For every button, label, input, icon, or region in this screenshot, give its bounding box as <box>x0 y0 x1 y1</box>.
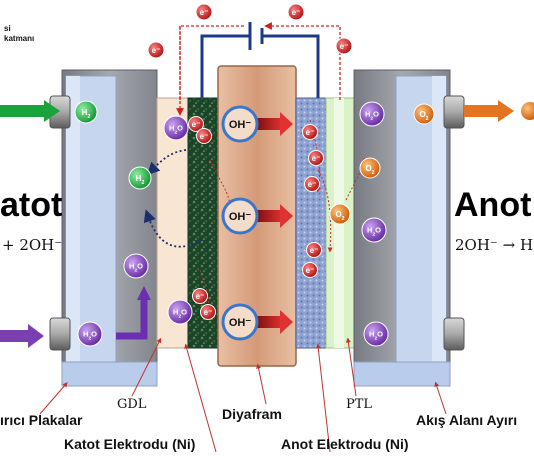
cathode-equation: + 2OH⁻ <box>2 236 63 254</box>
species-label: H2O <box>83 330 97 342</box>
leader-line <box>39 382 68 415</box>
electron: e⁻ <box>308 150 324 166</box>
water-molecule: H2O <box>361 217 387 243</box>
species-label: H2O <box>129 262 143 274</box>
leader-line <box>345 337 357 397</box>
water-molecule: H2O <box>359 101 385 127</box>
electron-label: e⁻ <box>152 46 161 55</box>
label-leaders <box>39 337 447 453</box>
electron-label: e⁻ <box>310 246 319 255</box>
hydroxide-ion: OH⁻ <box>221 197 259 235</box>
electron: e⁻ <box>196 128 212 144</box>
electron-label: e⁻ <box>200 132 209 141</box>
hydroxide-arrows <box>256 112 293 334</box>
leader-line <box>434 381 447 415</box>
diaphragm-label: Diyafram <box>222 406 282 422</box>
electron: e⁻ <box>147 41 165 59</box>
leader-line <box>315 343 331 453</box>
hydrogen-molecule: H2 <box>74 100 98 124</box>
water-molecule: H2O <box>163 115 189 141</box>
gas-flow-paths <box>143 149 203 248</box>
species-label: O2 <box>335 210 344 222</box>
electron-label: e⁻ <box>200 8 209 17</box>
electron: e⁻ <box>188 116 204 132</box>
external-circuit <box>176 22 341 116</box>
electron: e⁻ <box>195 3 213 21</box>
electron: e⁻ <box>302 262 318 278</box>
electron-label: e⁻ <box>340 42 349 51</box>
species-label: H2O <box>367 226 381 238</box>
water-molecule: H2O <box>167 299 193 325</box>
electron: e⁻ <box>302 124 318 140</box>
electron: e⁻ <box>306 242 322 258</box>
species-label: H2O <box>169 124 183 136</box>
anode-equation: 2OH⁻ → H <box>455 236 534 254</box>
cathode-plate <box>61 69 158 387</box>
electron-label: e⁻ <box>306 266 315 275</box>
water-molecule: H2O <box>363 321 389 347</box>
water-flow-arrow <box>116 298 148 340</box>
ptl-label: PTL <box>346 397 373 412</box>
electron: e⁻ <box>200 304 216 320</box>
gdl-label: GDL <box>117 397 147 412</box>
hydroxide-ion: OH⁻ <box>221 105 259 143</box>
oxygen-molecule: O2 <box>359 157 381 179</box>
leader-line <box>131 337 162 397</box>
bipolar-plates-label: ırıcı Plakalar <box>0 412 83 428</box>
species-label: H2 <box>136 174 145 186</box>
electron-label: e⁻ <box>196 292 205 301</box>
species-label: H2O <box>365 110 379 122</box>
corner-text: si katmanı <box>4 24 34 44</box>
hydroxide-label: OH⁻ <box>229 211 252 223</box>
cathode-pipes <box>0 95 71 351</box>
flow-field-label: Akış Alanı Ayırı <box>416 412 518 428</box>
electron: e⁻ <box>192 288 208 304</box>
anode-title: Anot <box>454 186 532 224</box>
electron: e⁻ <box>304 176 320 192</box>
species-label: H2O <box>173 308 187 320</box>
cathode-electrode-label: Katot Elektrodu (Ni) <box>64 436 196 452</box>
electron-label: e⁻ <box>192 120 201 129</box>
hydroxide-ion: OH⁻ <box>221 303 259 341</box>
species-label: H2O <box>369 330 383 342</box>
electron: e⁻ <box>287 3 305 21</box>
corner-line-2: katmanı <box>4 34 35 43</box>
species-label: O2 <box>419 110 428 122</box>
species-label: H2 <box>82 108 91 120</box>
hydrogen-molecule: H2 <box>128 166 152 190</box>
anode-pipes <box>443 95 534 351</box>
hydroxide-label: OH⁻ <box>229 317 252 329</box>
leader-line <box>256 363 267 405</box>
oxygen-molecule: O2 <box>413 103 435 125</box>
leader-line <box>184 343 217 453</box>
electron-label: e⁻ <box>308 180 317 189</box>
oxygen-molecule: O2 <box>329 203 351 225</box>
corner-line-1: si <box>4 24 11 33</box>
electron-label: e⁻ <box>292 8 301 17</box>
water-molecule: H2O <box>123 253 149 279</box>
electron-label: e⁻ <box>306 128 315 137</box>
anode-electrode-label: Anot Elektrodu (Ni) <box>281 436 409 452</box>
hydroxide-label: OH⁻ <box>229 119 252 131</box>
species-label: O2 <box>365 164 374 176</box>
electron: e⁻ <box>335 37 353 55</box>
water-molecule: H2O <box>77 321 103 347</box>
electron-label: e⁻ <box>204 308 213 317</box>
cathode-title: atot <box>0 186 63 224</box>
electron-label: e⁻ <box>312 154 321 163</box>
